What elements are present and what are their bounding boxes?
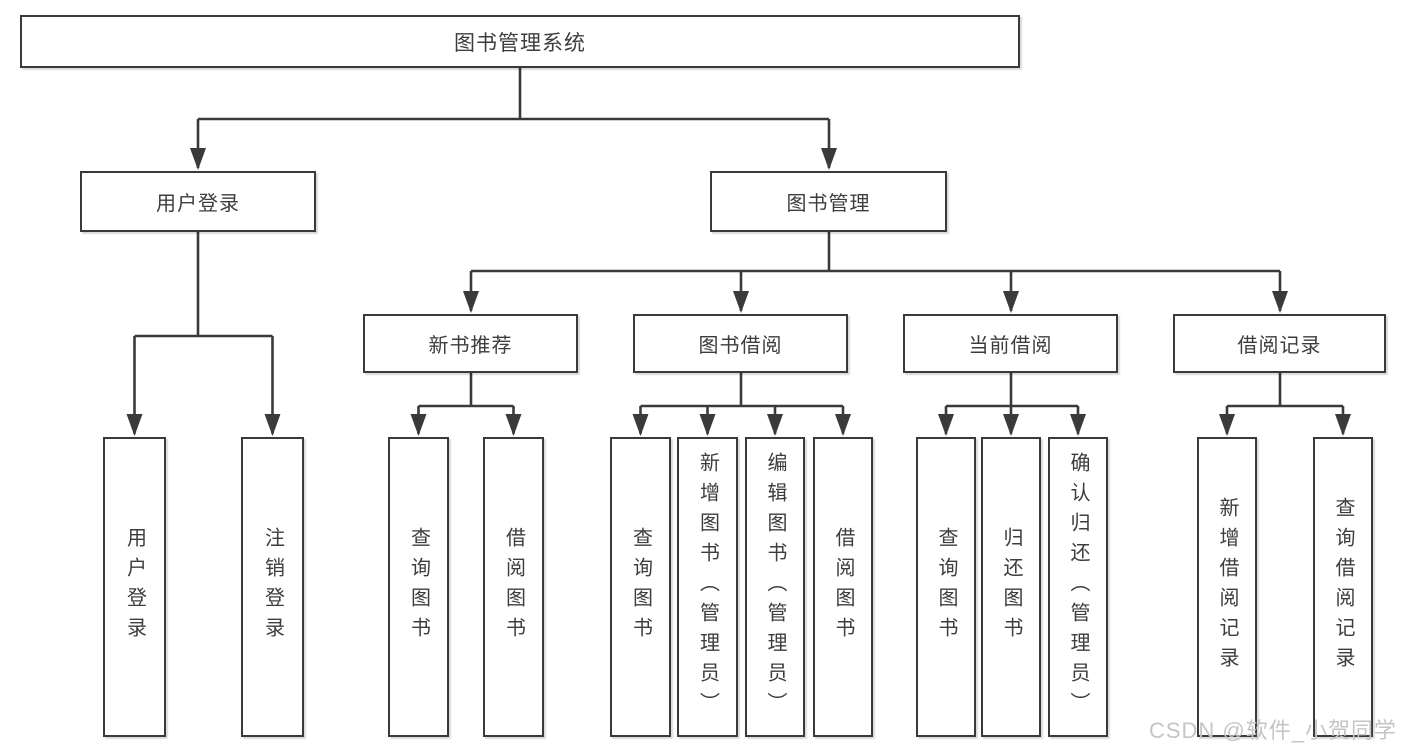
node-user-login: 用户登录 [80,171,316,232]
leaf-add-books-admin: 新增图书（管理员） [677,437,738,737]
node-new-book-recommend: 新书推荐 [363,314,578,373]
node-borrow-records: 借阅记录 [1173,314,1386,373]
leaf-query-borrow-record: 查询借阅记录 [1313,437,1373,737]
leaf-user-login: 用户登录 [103,437,166,737]
leaf-query-books-borrow: 查询图书 [610,437,671,737]
node-root-library-system: 图书管理系统 [20,15,1020,68]
node-book-management: 图书管理 [710,171,947,232]
leaf-add-borrow-record: 新增借阅记录 [1197,437,1257,737]
leaf-borrow-books-recommend: 借阅图书 [483,437,544,737]
leaf-confirm-return-admin: 确认归还（管理员） [1048,437,1108,737]
leaf-borrow-books: 借阅图书 [813,437,873,737]
node-current-borrow: 当前借阅 [903,314,1118,373]
leaf-edit-books-admin: 编辑图书（管理员） [745,437,805,737]
leaf-query-books-recommend: 查询图书 [388,437,449,737]
leaf-query-books-current: 查询图书 [916,437,976,737]
node-book-borrow: 图书借阅 [633,314,848,373]
leaf-logout: 注销登录 [241,437,304,737]
leaf-return-books: 归还图书 [981,437,1041,737]
